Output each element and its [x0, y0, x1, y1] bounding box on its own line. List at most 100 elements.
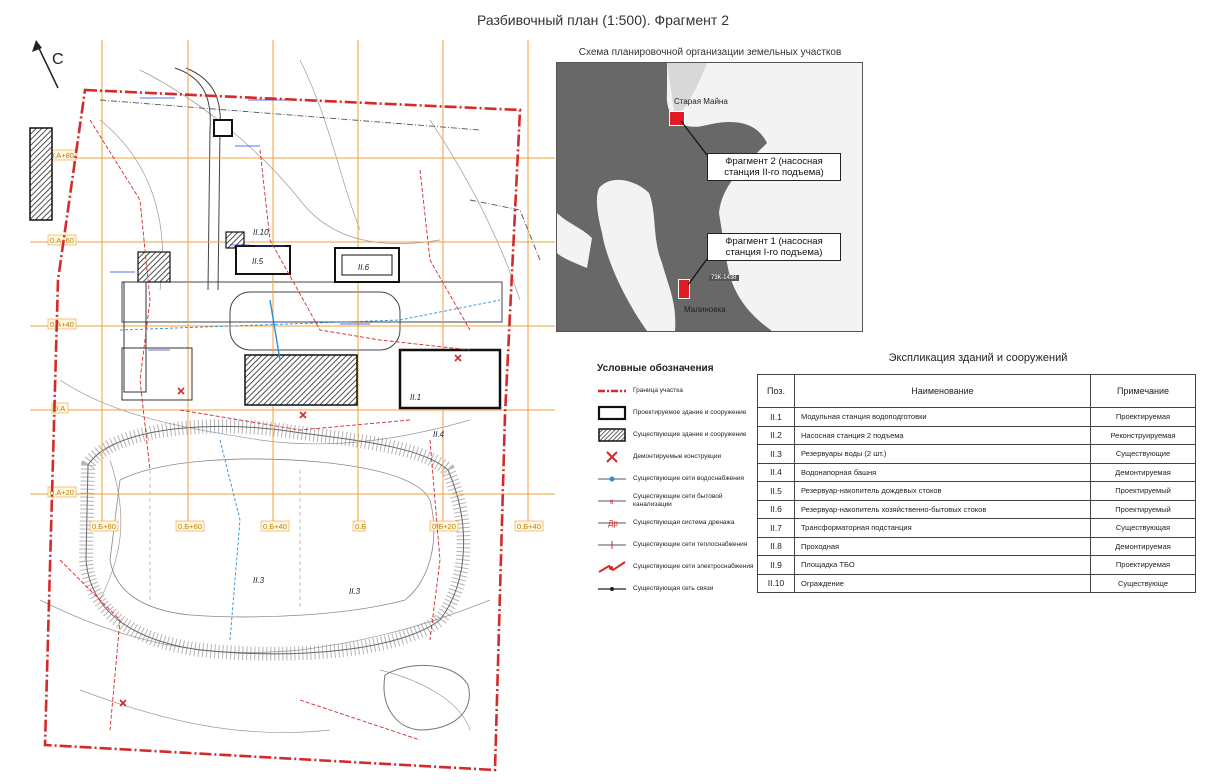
designed-building	[398, 348, 502, 410]
table-cell: Проектируемая	[1090, 407, 1196, 427]
fragment2-callout: Фрагмент 2 (насосная станция II-го подъе…	[707, 153, 841, 181]
table-cell: II.1	[757, 407, 795, 427]
water-supply-line-icon	[598, 476, 626, 482]
grid-row-label: 0.А+60	[50, 236, 74, 245]
grid-col-label: 0.Б	[355, 522, 366, 531]
legend-item-label: Демонтируемые конструкции	[633, 453, 722, 460]
north-arrow-icon	[32, 40, 59, 89]
legend: Условные обозначения Граница участка Про…	[597, 363, 755, 600]
table-cell: Проходная	[794, 536, 1091, 556]
legend-item: Существующие сети теплоснабжения	[597, 534, 755, 556]
designed-building	[341, 254, 393, 276]
legend-item-label: Существующая система дренажа	[633, 519, 735, 526]
table-cell: II.3	[757, 444, 795, 464]
table-cell: Существующие	[1090, 444, 1196, 464]
grid-col-label: 0.Б+20	[432, 522, 456, 531]
grid-row-label: 0.А+40	[50, 320, 74, 329]
legend-item-label: Существующие сети бытовой канализации	[633, 493, 723, 508]
site-plan-drawing: С	[29, 40, 555, 772]
legend-item-label: Существующие сети теплоснабжения	[633, 541, 748, 548]
table-cell: II.6	[757, 499, 795, 519]
table-cell: Трансформаторная подстанция	[794, 518, 1091, 538]
table-cell: Водонапорная башня	[794, 462, 1091, 482]
grid-row-label: 0.А+80	[50, 151, 74, 160]
table-cell: Модульная станция водоподготовки	[794, 407, 1091, 427]
existing-building	[137, 251, 171, 283]
map-place-label: Старая Майна	[674, 97, 728, 106]
legend-item-label: Существующая сеть связи	[633, 585, 714, 592]
building-label: II.1	[410, 393, 421, 402]
designed-building	[334, 247, 400, 283]
existing-building	[121, 347, 193, 401]
column-header: Примечание	[1090, 374, 1196, 408]
existing-building	[123, 281, 147, 393]
fragment1-marker	[678, 279, 690, 299]
grid-col-label: 0.Б+40	[263, 522, 287, 531]
table-cell: II.9	[757, 555, 795, 575]
grid-col-label: 0.Б+40	[517, 522, 541, 531]
legend-item: к Существующие сети бытовой канализации	[597, 490, 755, 512]
table-cell: II.7	[757, 518, 795, 538]
coordinate-grid	[30, 40, 555, 530]
location-schema-map: Старая Майна Фрагмент 2 (насосная станци…	[556, 62, 863, 332]
grid-row-label: 0.А+20	[50, 488, 74, 497]
column-header: Наименование	[794, 374, 1091, 408]
legend-item: Граница участка	[597, 380, 755, 402]
legend-title: Условные обозначения	[597, 363, 714, 374]
buildings	[29, 119, 502, 410]
designed-building	[213, 119, 233, 137]
building-label: II.3	[253, 576, 265, 585]
svg-text:Др: Др	[608, 519, 618, 528]
table-cell: Проектируемый	[1090, 499, 1196, 519]
level-annotations	[110, 97, 370, 351]
svg-text:к: к	[610, 497, 614, 506]
callout-leaders	[680, 120, 839, 286]
table-cell: Демонтируемая	[1090, 536, 1196, 556]
explication-title: Экспликация зданий и сооружений	[888, 352, 1068, 364]
roads	[121, 67, 503, 351]
table-cell: Насосная станция 2 подъема	[794, 425, 1091, 445]
table-cell: Существующая	[1090, 518, 1196, 538]
table-cell: II.10	[757, 573, 795, 593]
existing-building	[244, 354, 358, 406]
table-cell: Проектируемый	[1090, 481, 1196, 501]
comm-line-icon	[598, 587, 626, 591]
fragment1-callout: Фрагмент 1 (насосная станция I-го подъем…	[707, 233, 841, 261]
schema-title: Схема планировочной организации земельны…	[578, 47, 842, 58]
site-boundary-icon	[598, 389, 626, 393]
drainage-line-icon: Др	[598, 519, 626, 528]
legend-item-label: Проектируемое здание и сооружение	[633, 409, 747, 416]
designed-building-icon	[597, 405, 627, 421]
legend-item: Существующая сеть связи	[597, 578, 755, 600]
table-cell: Резервуары воды (2 шт.)	[794, 444, 1091, 464]
building-label: II.6	[358, 263, 370, 272]
building-label: II.5	[252, 257, 264, 266]
legend-item: Существующие сети электроснабжения	[597, 556, 755, 578]
table-cell: Реконструируемая	[1090, 425, 1196, 445]
designed-building	[235, 245, 291, 275]
building-label: II.4	[433, 430, 445, 439]
reservoir-zone	[78, 419, 471, 661]
table-cell: II.2	[757, 425, 795, 445]
utility-networks	[59, 99, 541, 741]
table-cell: Площадка ТБО	[794, 555, 1091, 575]
grid-col-label: 0.Б+60	[178, 522, 202, 531]
map-place-label: Малиновка	[684, 305, 726, 314]
legend-item-label: Существующие здание и сооружение	[633, 431, 747, 438]
road-label: 73К-1438	[709, 275, 739, 281]
table-cell: II.8	[757, 536, 795, 556]
legend-item: Существующие сети водоснабжения	[597, 468, 755, 490]
heat-line-icon	[598, 541, 626, 549]
legend-item: Др Существующая система дренажа	[597, 512, 755, 534]
table-cell: Резервуар-накопитель дождевых стоков	[794, 481, 1091, 501]
table-cell: Проектируемая	[1090, 555, 1196, 575]
demolished-cross-icon	[606, 451, 618, 463]
